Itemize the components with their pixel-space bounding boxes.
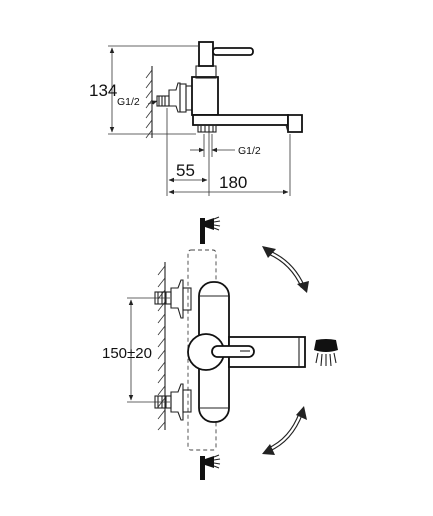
upper-inlet-connector	[154, 279, 192, 319]
outlet-thread-label: G1/2	[238, 145, 261, 157]
spout-length-dimension: 180	[168, 134, 291, 196]
inlet-thread-callout: G1/2	[117, 96, 158, 108]
side-view: 134 G1/2 G1/2 55 180	[89, 41, 303, 196]
offset-label: 55	[176, 161, 195, 180]
dashed-outline	[187, 249, 217, 451]
height-dimension: 134	[89, 45, 200, 135]
height-label: 134	[89, 81, 117, 100]
front-view: 150±20	[102, 216, 338, 480]
mixer-body-side	[191, 41, 254, 116]
center-distance-dimension: 150±20	[102, 297, 170, 403]
shower-icon-bottom	[200, 454, 221, 480]
inlet-connector-side	[156, 82, 193, 113]
center-distance-label: 150±20	[102, 345, 152, 362]
wall-side-view	[145, 66, 153, 139]
outlet-thread-callout: G1/2	[190, 134, 261, 157]
spout-side	[192, 114, 303, 133]
water-stream-icon	[314, 339, 338, 367]
handle-front	[187, 333, 255, 371]
inlet-thread-label: G1/2	[117, 96, 140, 108]
lower-inlet-connector	[154, 383, 192, 421]
shower-icon-top	[200, 216, 221, 244]
offset-dimension: 55	[166, 108, 210, 196]
rotation-arrow-lower	[262, 406, 307, 455]
spout-length-label: 180	[219, 173, 247, 192]
rotation-arrow-upper	[262, 246, 309, 293]
